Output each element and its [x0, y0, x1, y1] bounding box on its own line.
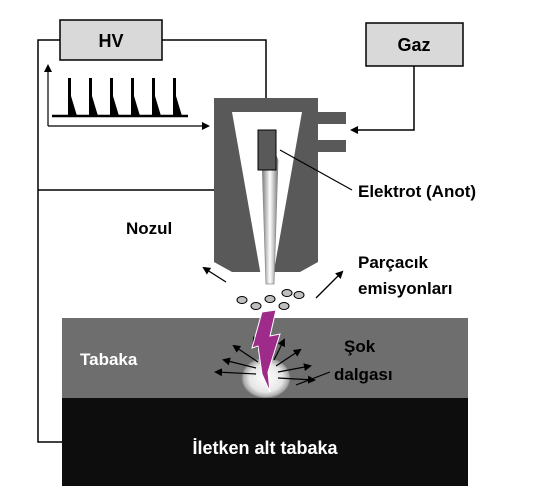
- emission-arrow-right: [315, 270, 344, 299]
- shock-wave-label-line1: Şok: [344, 337, 376, 356]
- hv-label: HV: [98, 31, 123, 51]
- electrode-label: Elektrot (Anot): [358, 182, 476, 201]
- hv-box: [59, 19, 163, 61]
- voltage-pulse: [131, 78, 140, 116]
- circuit-wire: [37, 39, 62, 443]
- nozzle-label: Nozul: [126, 219, 172, 238]
- electrode: [257, 129, 277, 171]
- voltage-pulse: [110, 78, 119, 116]
- voltage-pulse: [89, 78, 98, 116]
- particle-emission-label-line2: emisyonları: [358, 279, 453, 298]
- emission-arrow-left: [202, 266, 227, 283]
- shock-wave-label-line2: dalgası: [334, 365, 393, 384]
- substrate: [62, 398, 468, 486]
- substrate-label: İletken alt tabaka: [192, 438, 338, 458]
- emitted-particles: [236, 289, 305, 310]
- gas-label: Gaz: [397, 35, 430, 55]
- electrode-pointer: [279, 149, 353, 191]
- shock-wave-pointer: [295, 371, 331, 386]
- layer-label: Tabaka: [80, 350, 138, 369]
- voltage-pulse: [68, 78, 77, 116]
- spark-bolt: [251, 309, 281, 393]
- voltage-pulse: [173, 78, 182, 116]
- pulse-waveform: [44, 64, 210, 130]
- particle-emission-label-line1: Parçacık: [358, 253, 428, 272]
- gas-feed-line: [350, 66, 415, 134]
- voltage-pulse: [152, 78, 161, 116]
